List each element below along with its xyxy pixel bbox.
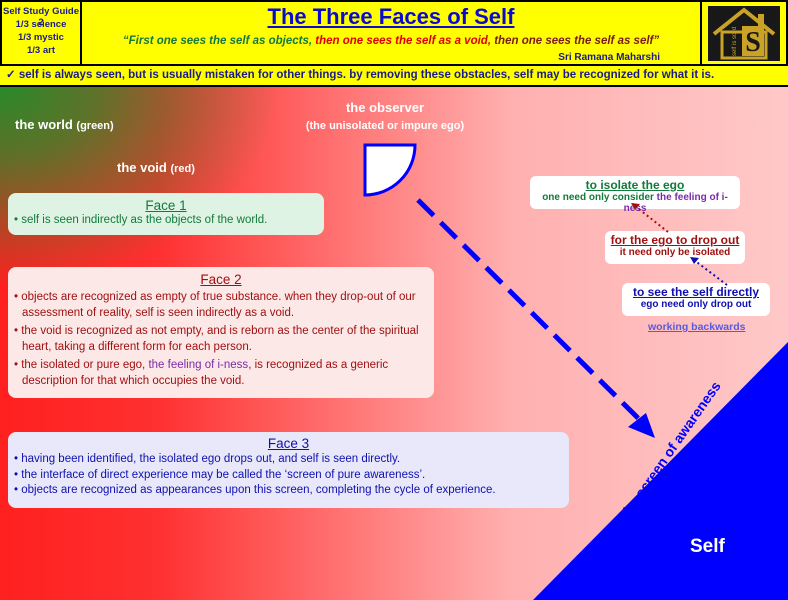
observer-label: the observer: [345, 100, 425, 115]
feeling-of-i-ness-text: the feeling of i-ness: [148, 359, 249, 371]
house-logo-icon: S self is solid: [712, 7, 776, 60]
step-isolate-sub: one need only consider the feeling of i-…: [535, 192, 735, 214]
logo-text: self is solid: [732, 27, 738, 56]
step-drop-box: for the ego to drop out it need only be …: [605, 231, 745, 264]
face2-line-2: • the void is recognized as not empty, a…: [14, 325, 419, 353]
face2-line-3c: , is recognized as a generic description…: [22, 359, 389, 387]
void-label: the void (red): [117, 160, 195, 175]
step-isolate-title: to isolate the ego: [585, 178, 685, 192]
face2-title: Face 2: [200, 272, 242, 287]
guide-line-art: 1/3 art: [27, 45, 55, 56]
quote: “First one sees the self as objects, the…: [82, 35, 700, 47]
quote-part-void: then one sees the self as a void,: [315, 35, 495, 47]
world-label-text: the world: [15, 117, 73, 132]
step-isolate-box: to isolate the ego one need only conside…: [530, 176, 740, 214]
guide-line-science: 1/3 science: [15, 19, 67, 30]
self-is-solid-logo: S self is solid: [708, 6, 780, 61]
logo-letter: S: [745, 27, 761, 58]
step-see-title: to see the self directly: [632, 285, 760, 299]
face2-line-1: • objects are recognized as empty of tru…: [14, 291, 416, 319]
guide-title: Self Study Guide 2: [2, 6, 79, 28]
observer-sub-label: (the unisolated or impure ego): [305, 120, 465, 132]
step-see-box: to see the self directly ego need only d…: [622, 283, 770, 316]
step-drop-sub: it need only be isolated: [619, 247, 731, 258]
guide-info-box: Self Study Guide 2 1/3 science 1/3 mysti…: [0, 0, 82, 66]
logo-box: S self is solid: [700, 0, 788, 66]
face1-box: Face 1 • self is seen indirectly as the …: [8, 193, 324, 235]
step-see-sub: ego need only drop out: [640, 299, 752, 310]
step-drop-title: for the ego to drop out: [610, 233, 740, 247]
title-box: The Three Faces of Self “First one sees …: [82, 0, 700, 66]
face2-line-3: • the isolated or pure ego, the feeling …: [14, 358, 428, 389]
face3-line-1: • having been identified, the isolated e…: [14, 453, 401, 465]
world-label: the world (green): [15, 117, 114, 132]
step-isolate-sub-a: one need only consider: [542, 192, 657, 203]
quote-author: Sri Ramana Maharshi: [558, 52, 660, 63]
working-backwards-link[interactable]: working backwards: [648, 321, 746, 333]
world-label-sub: (green): [76, 120, 114, 132]
void-label-text: the void: [117, 160, 167, 175]
quote-part-objects: “First one sees the self as objects,: [122, 35, 316, 47]
face1-title: Face 1: [145, 198, 187, 213]
subheader: ✓ self is always seen, but is usually mi…: [0, 66, 788, 87]
face1-line: • self is seen indirectly as the objects…: [14, 214, 268, 226]
face2-box: Face 2 • objects are recognized as empty…: [8, 267, 434, 398]
face3-line-2: • the interface of direct experience may…: [14, 468, 426, 481]
quote-part-self: then one sees the self as self”: [494, 35, 660, 47]
page-title: The Three Faces of Self: [267, 4, 515, 29]
face2-line-3a: • the isolated or pure ego,: [14, 359, 149, 371]
face3-box: Face 3 • having been identified, the iso…: [8, 432, 569, 508]
face3-line-3: • objects are recognized as appearances …: [14, 484, 496, 496]
void-label-sub: (red): [170, 163, 195, 175]
guide-line-mystic: 1/3 mystic: [18, 32, 64, 43]
face3-title: Face 3: [267, 436, 310, 451]
